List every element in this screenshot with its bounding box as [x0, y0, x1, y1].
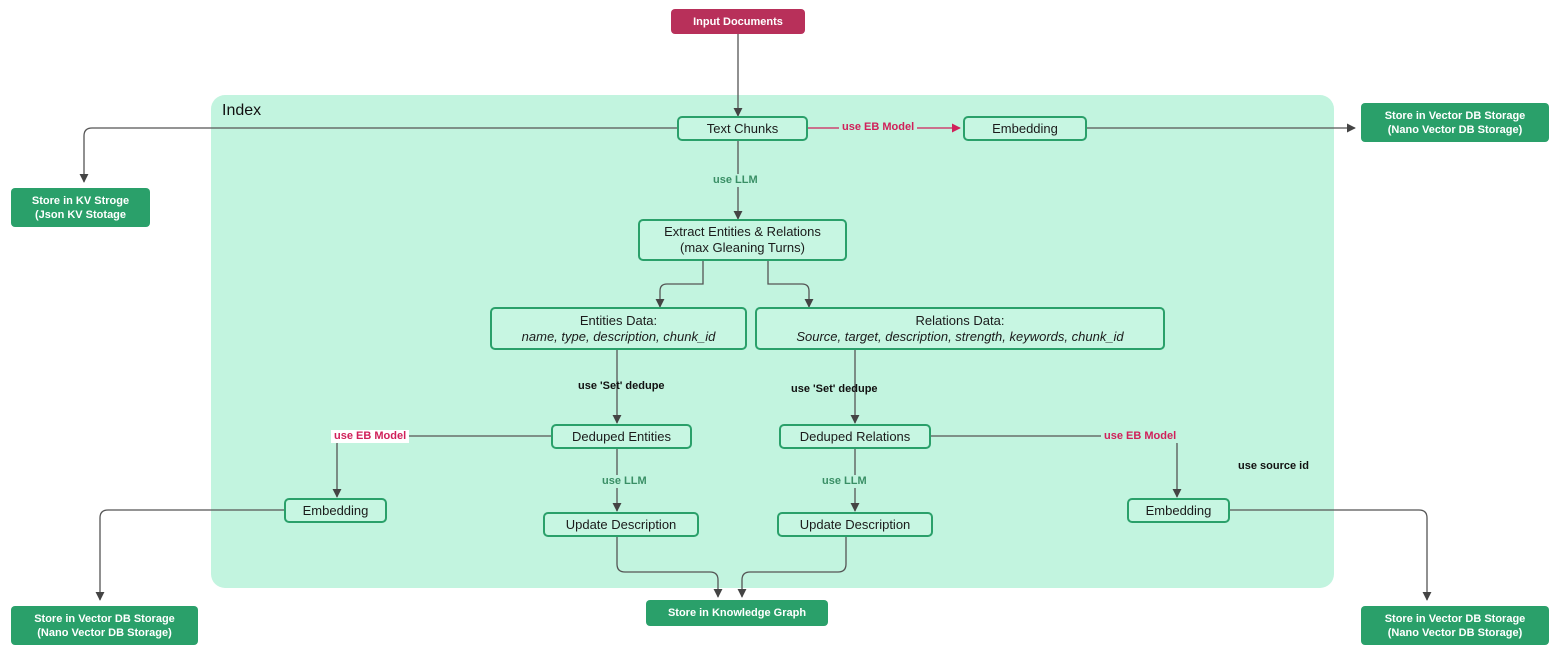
- store-vector-db-top-line1: Store in Vector DB Storage: [1384, 109, 1526, 122]
- arrow-deduped-entities-to-embedding: [332, 435, 551, 498]
- label-use-source-id: use source id: [1238, 460, 1309, 472]
- update-description-left-node: Update Description: [543, 512, 699, 537]
- arrow-embedding-right-to-vector: [1230, 509, 1432, 601]
- store-vector-db-right: Store in Vector DB Storage (Nano Vector …: [1361, 606, 1549, 645]
- text-chunks-node: Text Chunks: [677, 116, 808, 141]
- label-use-eb-model-top: use EB Model: [839, 121, 918, 134]
- relations-data-title: Relations Data:: [915, 312, 1005, 328]
- entities-data-node: Entities Data: name, type, description, …: [490, 307, 747, 350]
- relations-data-fields: Source, target, description, strength, k…: [796, 328, 1124, 344]
- input-documents-node: Input Documents: [671, 9, 805, 34]
- label-use-llm-right: use LLM: [819, 475, 870, 488]
- extract-entities-relations-node: Extract Entities & Relations (max Gleani…: [638, 219, 847, 261]
- arrow-extract-to-entities: [655, 261, 704, 308]
- label-use-eb-model-right: use EB Model: [1101, 430, 1180, 443]
- arrow-chunks-to-kv: [79, 127, 677, 183]
- deduped-relations-node: Deduped Relations: [779, 424, 931, 449]
- embedding-right-node: Embedding: [1127, 498, 1230, 523]
- arrow-update-right-to-kg: [737, 537, 847, 598]
- deduped-entities-node: Deduped Entities: [551, 424, 692, 449]
- store-kv-storage-line1: Store in KV Stroge: [31, 194, 130, 207]
- entities-data-title: Entities Data:: [579, 312, 658, 328]
- label-use-llm-top: use LLM: [710, 174, 761, 187]
- arrow-update-left-to-kg: [616, 537, 723, 598]
- relations-data-node: Relations Data: Source, target, descript…: [755, 307, 1165, 350]
- extract-line2: (max Gleaning Turns): [680, 240, 805, 255]
- store-vector-db-left: Store in Vector DB Storage (Nano Vector …: [11, 606, 198, 645]
- label-set-dedupe-right: use 'Set' dedupe: [791, 383, 878, 395]
- arrow-embedding-left-to-vector: [95, 509, 284, 601]
- store-knowledge-graph: Store in Knowledge Graph: [646, 600, 828, 626]
- embedding-top-node: Embedding: [963, 116, 1087, 141]
- arrow-deduped-relations-to-embedding: [931, 435, 1182, 498]
- label-use-llm-left: use LLM: [599, 475, 650, 488]
- label-use-eb-model-left: use EB Model: [331, 430, 410, 443]
- arrow-extract-to-relations: [767, 261, 814, 308]
- extract-line1: Extract Entities & Relations: [664, 224, 821, 239]
- entities-data-fields: name, type, description, chunk_id: [521, 328, 716, 344]
- store-kv-storage: Store in KV Stroge (Json KV Stotage: [11, 188, 150, 227]
- store-vector-db-top: Store in Vector DB Storage (Nano Vector …: [1361, 103, 1549, 142]
- update-description-right-node: Update Description: [777, 512, 933, 537]
- store-vector-db-top-line2: (Nano Vector DB Storage): [1387, 123, 1523, 136]
- store-vector-db-right-line2: (Nano Vector DB Storage): [1387, 626, 1523, 639]
- store-vector-db-left-line2: (Nano Vector DB Storage): [37, 626, 172, 639]
- store-kv-storage-line2: (Json KV Stotage: [34, 208, 127, 221]
- embedding-left-node: Embedding: [284, 498, 387, 523]
- store-vector-db-right-line1: Store in Vector DB Storage: [1384, 612, 1526, 625]
- label-set-dedupe-left: use 'Set' dedupe: [578, 380, 665, 392]
- store-vector-db-left-line1: Store in Vector DB Storage: [34, 612, 175, 625]
- index-panel-title: Index: [222, 102, 262, 119]
